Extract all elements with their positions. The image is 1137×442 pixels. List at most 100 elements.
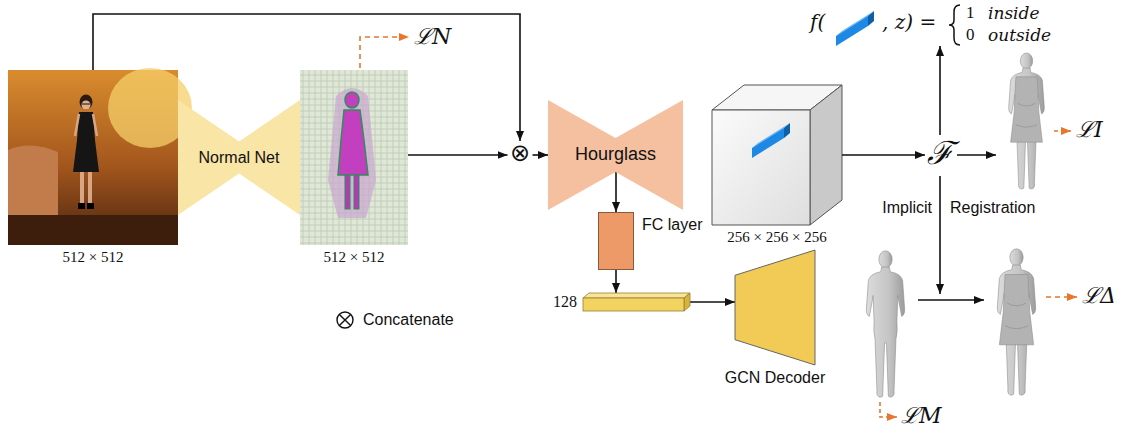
registered-mesh [997,249,1035,395]
clothing-mesh [1011,77,1043,142]
label-holder: Registration [950,198,1035,217]
halo [328,88,376,218]
normal-leg [345,175,350,209]
bar-side [684,293,690,311]
label-holder: ℒI [1076,117,1103,143]
normal-body [338,110,368,175]
block-label: FC layer [642,215,702,234]
glasses [82,104,90,105]
latent-vector: 128 [583,293,690,311]
label-holder: 1 [966,3,975,23]
flow-arrow [408,154,508,156]
sofa [8,145,58,215]
brace [949,5,960,45]
human-mesh [1009,53,1045,189]
formula-value: 1 [966,3,975,23]
text-holder: GCN Decoder [725,368,825,387]
formula-text: f( [810,10,825,34]
size-label: 512 × 512 [63,248,124,266]
network-block: Hourglass [548,100,683,210]
latent-vector-shape [583,293,690,311]
label-holder: ℒN [414,24,451,50]
dress [73,112,99,172]
voxel-icon [836,11,874,46]
formula-text: , z) = [882,10,936,34]
bowtie-shape [548,100,683,210]
normal-map [300,70,408,245]
cube-front [712,110,810,225]
label-holder: ℒM [901,403,942,429]
label-holder: Implicit [882,198,932,217]
flow-arrow [533,154,549,156]
voxel-column [752,123,790,158]
loss-leader [880,402,897,417]
text-holder: 128 [553,292,577,311]
legend-sample [335,310,355,330]
clothing-mesh [999,275,1033,345]
loss-label: ℒM [901,403,942,429]
flow-arrow [93,14,520,141]
label-holder: 0 [966,25,975,45]
human-mesh [866,251,904,397]
arms [75,114,97,136]
implicit-mesh [1009,53,1045,189]
loss-leader [360,37,409,68]
dimension-label: 128 [553,292,577,311]
block-label: Hourglass [575,144,656,166]
function-symbol: ℱ [925,137,955,171]
branch-label: Registration [950,198,1035,217]
loss-label: ℒN [414,24,451,50]
face [82,101,91,110]
layer-box [599,213,634,270]
flow-arrow [939,176,941,294]
voxel-side [868,11,874,26]
concat-symbol: ⊗ [508,141,533,169]
network-block: Normal Net [178,100,300,215]
loss-label: ℒI [1076,117,1103,143]
input-image: 512 × 512 [8,70,178,245]
fc-layer: FC layer [598,212,634,270]
leg [80,172,84,204]
concat-symbol: ⊗ [508,141,533,166]
voxel-side [784,123,790,138]
text-holder: ℱ [925,137,955,171]
human-mesh [997,249,1035,395]
cube-side [810,85,842,225]
branch-label: Implicit [882,198,932,217]
feature-volume: 256 × 256 × 256 [712,85,842,225]
normal-head [345,92,359,108]
bar-front [583,298,684,311]
text-holder: 512 × 512 [63,248,124,266]
text-holder: 256 × 256 × 256 [727,228,826,246]
label-holder: f( [810,10,825,34]
formula-value: 0 [966,25,975,45]
implicit-function: ℱ [925,137,955,173]
legend-item: Concatenate [335,310,454,330]
gcn-decoder-shape [735,250,815,365]
block-label: Normal Net [199,148,280,167]
size-label: 256 × 256 × 256 [727,228,826,246]
loss-leader [1054,130,1071,132]
legend-label: Concatenate [363,310,454,329]
label-holder: inside [988,3,1040,23]
flow-arrow [957,154,996,156]
label-holder: , z) = [882,10,936,34]
formula-text: outside [988,25,1051,45]
leg [88,172,92,204]
text-holder: FC layer [642,215,702,234]
normal-ground [300,70,408,245]
feature-volume [712,85,842,225]
concat-symbol [337,312,353,328]
voxel-front [752,128,784,158]
fc-layer-shape [598,212,634,270]
flow-arrow [615,270,617,293]
input-photo [8,68,192,245]
loss-leader [1046,296,1077,298]
label-holder: ℒΔ [1082,283,1116,309]
floor [8,215,178,245]
flow-arrow [615,172,617,212]
voxel-front [836,16,868,46]
